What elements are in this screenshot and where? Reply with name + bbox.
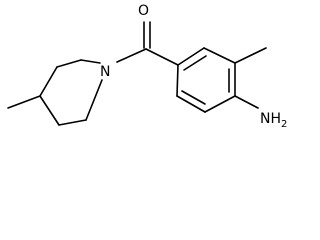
amine-label-main: NH	[260, 111, 281, 127]
bond-ar6-ar1	[176, 64, 179, 97]
bond-ar5-ar6	[176, 95, 206, 113]
amine-label: NH2	[260, 111, 287, 130]
oxygen-label: O	[138, 3, 149, 19]
bond-c3-c4	[39, 66, 58, 97]
chemical-structure-diagram: O N NH2	[7, 3, 287, 130]
bond-n-c2	[80, 59, 101, 64]
bond-c6-n	[85, 79, 103, 121]
bond-ar1-ar2	[177, 47, 205, 66]
bond-carbonyl-c-ring	[145, 48, 179, 66]
bond-ar4-ar5	[204, 95, 236, 113]
nitrogen-label: N	[100, 64, 110, 80]
bond-c4-c5	[39, 95, 60, 126]
benzene-ring	[176, 47, 267, 113]
aromatic-inner-bond-1	[183, 55, 207, 71]
amine-label-subscript: 2	[281, 119, 287, 130]
bond-ar2-ar3	[203, 47, 236, 64]
bond-ar3-methyl	[234, 47, 267, 64]
carbonyl-group	[116, 21, 179, 66]
bond-ar4-amine	[234, 95, 259, 109]
bond-c4-methyl	[7, 95, 41, 109]
bond-c5-c6	[58, 119, 87, 126]
bond-n-carbonyl-c	[116, 48, 147, 63]
aromatic-inner-bond-3	[181, 90, 206, 105]
piperidine-ring	[7, 59, 103, 126]
bond-c2-c3	[56, 59, 82, 68]
